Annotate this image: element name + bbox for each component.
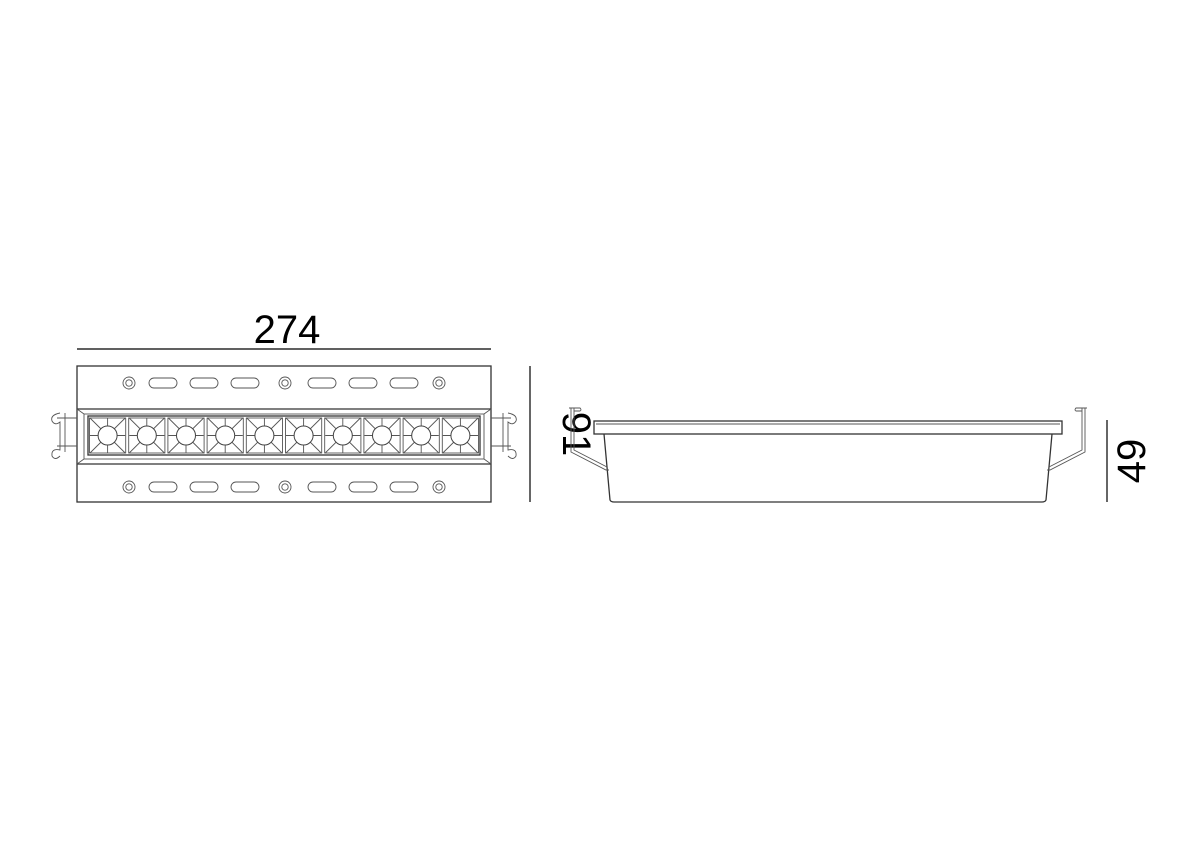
led-lens <box>215 425 236 446</box>
mounting-slot <box>307 377 337 389</box>
mounting-slot <box>348 481 378 493</box>
led-cell <box>324 417 362 454</box>
led-lens <box>411 425 432 446</box>
mounting-slot <box>230 377 260 389</box>
depth-dimension-label: 49 <box>1110 439 1154 484</box>
led-lens <box>332 425 353 446</box>
led-cell <box>363 417 401 454</box>
mounting-slot <box>389 481 419 493</box>
spring-clip-right <box>491 412 517 459</box>
led-cell <box>167 417 205 454</box>
screw-hole <box>122 480 136 494</box>
led-cell <box>89 417 127 454</box>
mounting-slot <box>348 377 378 389</box>
led-lens <box>97 425 118 446</box>
mounting-slot <box>148 481 178 493</box>
led-cell <box>206 417 244 454</box>
led-lens <box>450 425 471 446</box>
led-cell <box>441 417 479 454</box>
led-lens <box>254 425 275 446</box>
mounting-slot <box>307 481 337 493</box>
side-view <box>569 407 1087 503</box>
mounting-slot <box>189 377 219 389</box>
width-dimension-label: 274 <box>254 308 321 352</box>
mounting-slot <box>189 481 219 493</box>
led-cell <box>402 417 440 454</box>
spring-clip-left-side <box>569 407 609 471</box>
led-cell <box>245 417 283 454</box>
screw-hole <box>278 376 292 390</box>
screw-hole <box>122 376 136 390</box>
spring-clip-right-side <box>1047 407 1087 471</box>
led-cell <box>285 417 323 454</box>
led-lens <box>176 425 196 446</box>
mounting-slot <box>230 481 260 493</box>
height-dimension-label: 91 <box>554 412 598 457</box>
spring-clip-left <box>51 412 77 459</box>
mounting-slot <box>389 377 419 389</box>
screw-hole <box>432 480 446 494</box>
led-cell <box>128 417 166 454</box>
led-lens <box>136 425 157 446</box>
led-lens <box>372 425 392 446</box>
mounting-slot <box>148 377 178 389</box>
front-view <box>51 365 517 503</box>
screw-hole <box>432 376 446 390</box>
led-lens <box>293 425 314 446</box>
screw-hole <box>278 480 292 494</box>
